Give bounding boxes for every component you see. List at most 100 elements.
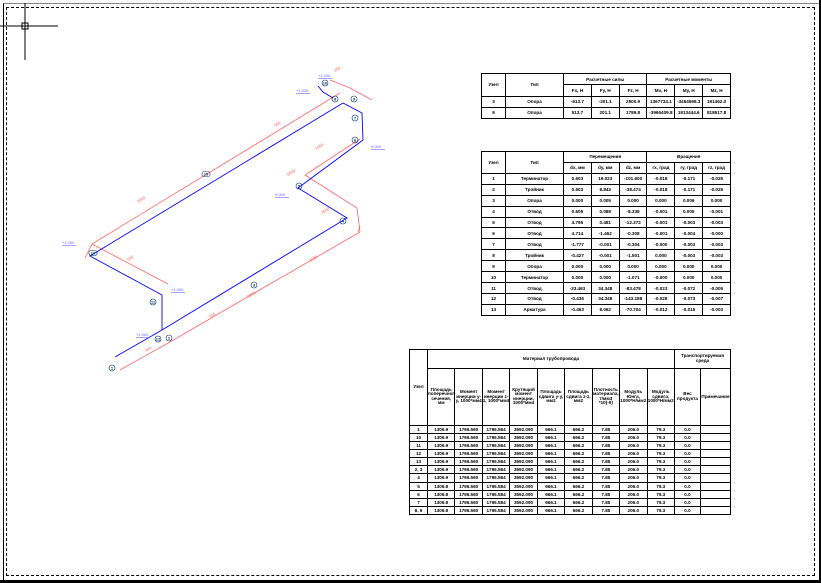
table-cell: 1789.8 <box>618 106 648 120</box>
table-cell: 1796.584 <box>481 432 511 442</box>
table-cell: 3592.090 <box>509 481 538 491</box>
table-cell: 0.000 <box>674 260 704 273</box>
table-cell: 10 <box>481 271 506 284</box>
dimension-line <box>329 79 373 101</box>
table-cell: 7.85 <box>591 489 621 499</box>
table-cell: 3592.090 <box>509 432 538 442</box>
table-cell: 7.85 <box>591 440 621 451</box>
dimension-label: 3000 <box>320 206 331 215</box>
table-cell: 7.85 <box>591 449 621 459</box>
table-cell: -0.171 <box>674 183 704 196</box>
elevation-mark: +1.000 <box>171 287 185 293</box>
table-cell: 1306.9 <box>426 489 456 499</box>
table-cell: 666.2 <box>564 465 593 475</box>
table-cell <box>699 449 732 459</box>
table-cell: -0.000 <box>702 227 731 240</box>
sheet-border <box>3 3 819 580</box>
table-cell: 13 <box>481 303 506 317</box>
node-marker: 4 <box>339 217 347 225</box>
node-label: 1 <box>111 366 114 371</box>
group-rotations: Вращения <box>646 151 731 163</box>
pipe-run[interactable] <box>89 102 364 358</box>
table-cell: 1796.560 <box>454 497 483 507</box>
table-cell: -1.462 <box>590 227 620 240</box>
table-cell: 0.000 <box>618 260 648 273</box>
dimension-line <box>304 138 361 176</box>
table-cell: 0.0 <box>673 449 701 459</box>
table-cell: 1796.584 <box>481 457 511 467</box>
table-cell: 3592.090 <box>509 440 538 451</box>
table-cell: Терминатор <box>505 172 564 185</box>
table-cell: -38.474 <box>618 183 648 196</box>
table-cell: 0.000 <box>702 271 731 284</box>
table-cell: 79.3 <box>646 449 675 459</box>
table-cell: 206.0 <box>619 424 648 434</box>
node-marker: 6 <box>351 136 359 144</box>
dimension-line <box>357 225 361 233</box>
table-cell: Опора <box>505 106 564 120</box>
elevation-mark: +1.000 <box>318 73 332 79</box>
group-displacements: Перемещения <box>562 151 648 163</box>
node-marker: 13 <box>88 250 98 256</box>
dimension-line <box>304 174 361 233</box>
table-cell: 206.0 <box>619 465 648 475</box>
table-cell: 3592.090 <box>509 497 538 507</box>
table-cell: 666.1 <box>536 449 566 459</box>
elevation-mark: 0.000 <box>275 192 289 198</box>
table-cell: 206.0 <box>619 497 648 507</box>
table-cell: 666.2 <box>564 497 593 507</box>
column-header: dx, мм <box>563 161 592 174</box>
table-cell: 7.85 <box>591 457 621 467</box>
table-cell: 79.3 <box>646 465 675 475</box>
column-header: Mz, Н <box>702 84 731 97</box>
node-label: 6 <box>354 138 357 143</box>
table-cell: 1306.9 <box>426 424 456 434</box>
table-cell: 206.0 <box>619 489 648 499</box>
column-header: Mx, Н <box>646 84 676 97</box>
table-cell: 1306.9 <box>426 457 456 467</box>
table-cell: -12.372 <box>618 216 648 229</box>
table-cell: 1306.9 <box>426 481 456 491</box>
table-cell <box>699 440 732 451</box>
table-cell: -0.436 <box>563 293 592 305</box>
table-cell: 666.1 <box>536 481 566 491</box>
table-cell: 0.603 <box>563 172 592 185</box>
table-cell: 1306.9 <box>426 440 456 451</box>
table-cell <box>699 432 732 442</box>
table-cell <box>699 505 732 516</box>
elevation-label: +1.000 <box>318 73 331 78</box>
node-label: 5 <box>298 184 301 189</box>
table-cell: 666.2 <box>564 505 593 516</box>
table-cell: 1796.560 <box>454 449 483 459</box>
table-cell: -0.012 <box>646 303 676 317</box>
table-cell: 0.0 <box>673 465 701 475</box>
table-cell: -0.003 <box>702 249 731 262</box>
pipe-branch[interactable] <box>317 85 334 99</box>
node-label: 13 <box>91 251 96 256</box>
table-cell: 0.000 <box>702 194 731 207</box>
column-header: dy, мм <box>590 161 620 174</box>
column-header: dz, мм <box>618 161 648 174</box>
table-cell: 0.0 <box>673 489 701 499</box>
dimension-label: 6000 <box>286 168 297 177</box>
table-cell: 79.3 <box>646 440 675 451</box>
table-cell: Отвод <box>505 293 564 305</box>
table-cell: 206.0 <box>619 449 648 459</box>
table-cell: 666.1 <box>536 465 566 475</box>
table-cell: 1796.584 <box>481 449 511 459</box>
table-cell: -0.304 <box>618 238 648 251</box>
pipeline[interactable] <box>89 85 364 358</box>
table-cell: 0.0 <box>673 432 701 442</box>
column-header: Крутящий момент инерции, 1000*мм4 <box>509 367 538 426</box>
elevation-label: +1.000 <box>62 240 75 245</box>
table-cell: 206.0 <box>619 505 648 516</box>
column-header: ry, град <box>674 161 704 174</box>
table-cell: -0.003 <box>702 238 731 251</box>
